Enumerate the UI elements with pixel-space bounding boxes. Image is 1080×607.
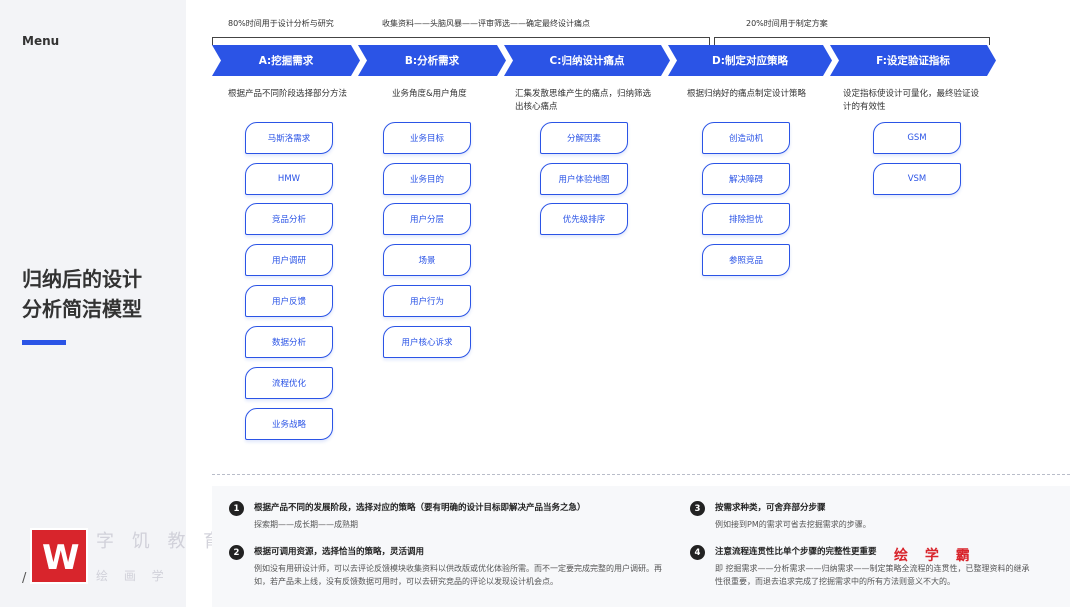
phase-bracket-research bbox=[212, 37, 710, 38]
phase-tick bbox=[714, 37, 715, 45]
method-pill[interactable]: 马斯洛需求 bbox=[245, 122, 333, 154]
method-pill[interactable]: 排除担忧 bbox=[702, 203, 790, 235]
stage-b-description: 业务角度&用户角度 bbox=[392, 89, 467, 99]
note-body: 即 挖掘需求——分析需求——归纳需求——制定策略全流程的连贯性，已整理资料的继承… bbox=[715, 564, 1030, 586]
stage-d-arrow: D:制定对应策略 bbox=[668, 45, 832, 76]
notes-panel bbox=[212, 486, 1070, 607]
method-pill[interactable]: 业务目标 bbox=[383, 122, 471, 154]
phase-note-process: 收集资料——头脑风暴——评审筛选——确定最终设计痛点 bbox=[382, 19, 590, 28]
method-pill[interactable]: 竞品分析 bbox=[245, 203, 333, 235]
menu-label[interactable]: Menu bbox=[22, 34, 60, 48]
watermark-subtext: 绘 画 学 bbox=[96, 569, 170, 583]
page-title-line-2: 分析简洁模型 bbox=[22, 297, 142, 321]
phase-bracket-strategy bbox=[714, 37, 990, 38]
stage-c-arrow: C:归纳设计痛点 bbox=[504, 45, 670, 76]
page-title: 归纳后的设计 分析简洁模型 bbox=[22, 264, 182, 324]
phase-tick bbox=[212, 37, 213, 45]
method-pill[interactable]: 优先级排序 bbox=[540, 203, 628, 235]
method-pill[interactable]: 用户反馈 bbox=[245, 285, 333, 317]
method-pill[interactable]: 用户行为 bbox=[383, 285, 471, 317]
sidebar: Menu 归纳后的设计 分析简洁模型 / 08 bbox=[0, 0, 186, 607]
note-item: 注意流程连贯性比单个步骤的完整性更重要 即 挖掘需求——分析需求——归纳需求——… bbox=[715, 546, 1035, 588]
brand-logo: W bbox=[30, 528, 88, 584]
title-accent-bar bbox=[22, 340, 66, 345]
note-body: 探索期——成长期——成熟期 bbox=[254, 520, 358, 529]
note-item: 根据产品不同的发展阶段，选择对应的策略（要有明确的设计目标即解决产品当务之急） … bbox=[254, 502, 664, 531]
section-divider bbox=[212, 474, 1070, 475]
method-pill[interactable]: 用户体验地图 bbox=[540, 163, 628, 195]
note-body: 例如没有用研设计师，可以去评论反馈模块收集资料以供改版或优化体验所需。而不一定要… bbox=[254, 564, 662, 586]
method-pill[interactable]: 分解因素 bbox=[540, 122, 628, 154]
method-pill[interactable]: HMW bbox=[245, 163, 333, 195]
method-pill[interactable]: 业务目的 bbox=[383, 163, 471, 195]
note-number-badge: 3 bbox=[690, 501, 705, 516]
method-pill[interactable]: 解决障碍 bbox=[702, 163, 790, 195]
method-pill[interactable]: 用户核心诉求 bbox=[383, 326, 471, 358]
stage-a-description: 根据产品不同阶段选择部分方法 bbox=[228, 89, 348, 99]
note-item: 根据可调用资源，选择恰当的策略，灵活调用 例如没有用研设计师，可以去评论反馈模块… bbox=[254, 546, 664, 588]
watermark-text: 字 饥 教 育 bbox=[96, 531, 228, 552]
method-pill[interactable]: 用户调研 bbox=[245, 244, 333, 276]
method-pill[interactable]: 流程优化 bbox=[245, 367, 333, 399]
stage-d-description: 根据归纳好的痛点制定设计策略 bbox=[687, 89, 807, 99]
phase-note-strategy: 20%时间用于制定方案 bbox=[746, 19, 828, 28]
phase-tick bbox=[709, 37, 710, 45]
method-pill[interactable]: 业务战略 bbox=[245, 408, 333, 440]
stage-a-arrow: A:挖掘需求 bbox=[212, 45, 360, 76]
note-number-badge: 2 bbox=[229, 545, 244, 560]
note-title: 根据产品不同的发展阶段，选择对应的策略（要有明确的设计目标即解决产品当务之急） bbox=[254, 503, 586, 513]
method-pill[interactable]: VSM bbox=[873, 163, 961, 195]
logo-letter: W bbox=[42, 538, 80, 578]
watermark-badge: 绘 学 霸 bbox=[894, 548, 976, 564]
stage-f-description: 设定指标使设计可量化，最终验证设计的有效性 bbox=[843, 89, 980, 112]
stage-b-arrow: B:分析需求 bbox=[358, 45, 506, 76]
method-pill[interactable]: 参照竞品 bbox=[702, 244, 790, 276]
note-title: 注意流程连贯性比单个步骤的完整性更重要 bbox=[715, 547, 877, 557]
method-pill[interactable]: 数据分析 bbox=[245, 326, 333, 358]
note-title: 按需求种类，可舍弃部分步骤 bbox=[715, 503, 826, 513]
stage-f-arrow: F:设定验证指标 bbox=[830, 45, 996, 76]
method-pill[interactable]: 场景 bbox=[383, 244, 471, 276]
method-pill[interactable]: GSM bbox=[873, 122, 961, 154]
phase-note-research: 80%时间用于设计分析与研究 bbox=[228, 19, 334, 28]
note-body: 例如接到PM的需求可省去挖掘需求的步骤。 bbox=[715, 520, 871, 529]
page-title-line-1: 归纳后的设计 bbox=[22, 267, 142, 291]
method-pill[interactable]: 用户分层 bbox=[383, 203, 471, 235]
note-number-badge: 1 bbox=[229, 501, 244, 516]
note-item: 按需求种类，可舍弃部分步骤 例如接到PM的需求可省去挖掘需求的步骤。 bbox=[715, 502, 1035, 531]
method-pill[interactable]: 创造动机 bbox=[702, 122, 790, 154]
phase-tick bbox=[989, 37, 990, 45]
note-number-badge: 4 bbox=[690, 545, 705, 560]
stage-c-description: 汇集发散思维产生的痛点，归纳筛选出核心痛点 bbox=[515, 89, 652, 112]
note-title: 根据可调用资源，选择恰当的策略，灵活调用 bbox=[254, 547, 425, 557]
